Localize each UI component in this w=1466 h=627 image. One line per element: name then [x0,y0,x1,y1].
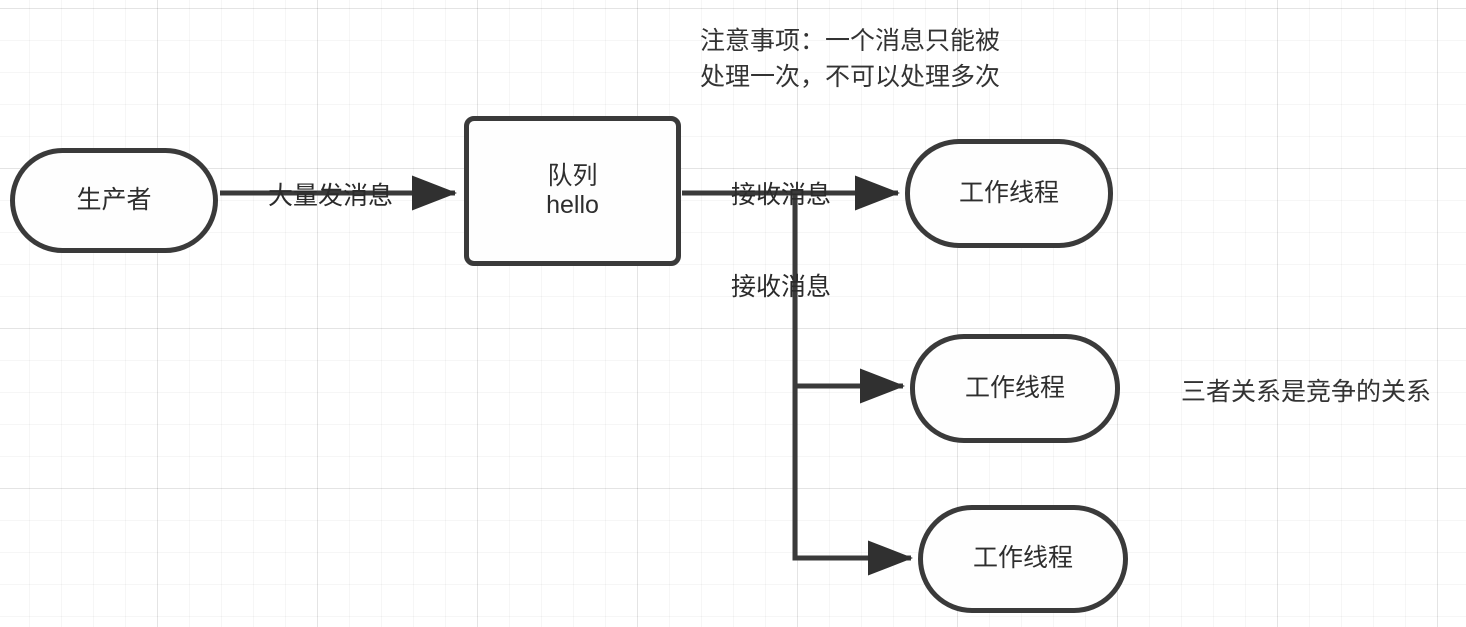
edge-label-consume1: 接收消息 [731,181,832,209]
note-top: 注意事项：一个消息只能被 处理一次，不可以处理多次 [700,27,1001,91]
note-side: 三者关系是竞争的关系 [1181,378,1432,406]
node-queue[interactable]: 队列 hello [464,116,681,266]
node-worker-1-label: 工作线程 [958,178,1059,207]
node-worker-2-label: 工作线程 [964,373,1065,402]
node-worker-1[interactable]: 工作线程 [905,139,1113,248]
node-worker-3-label: 工作线程 [972,544,1073,573]
edge-label-consume2: 接收消息 [731,273,832,301]
node-worker-2[interactable]: 工作线程 [910,334,1120,443]
node-worker-3[interactable]: 工作线程 [918,505,1128,613]
node-producer-label: 生产者 [76,185,152,214]
node-queue-sublabel: hello [546,191,599,219]
node-producer[interactable]: 生产者 [10,148,218,253]
node-queue-label: 队列 [547,161,598,190]
edge-label-produce: 大量发消息 [268,182,394,210]
